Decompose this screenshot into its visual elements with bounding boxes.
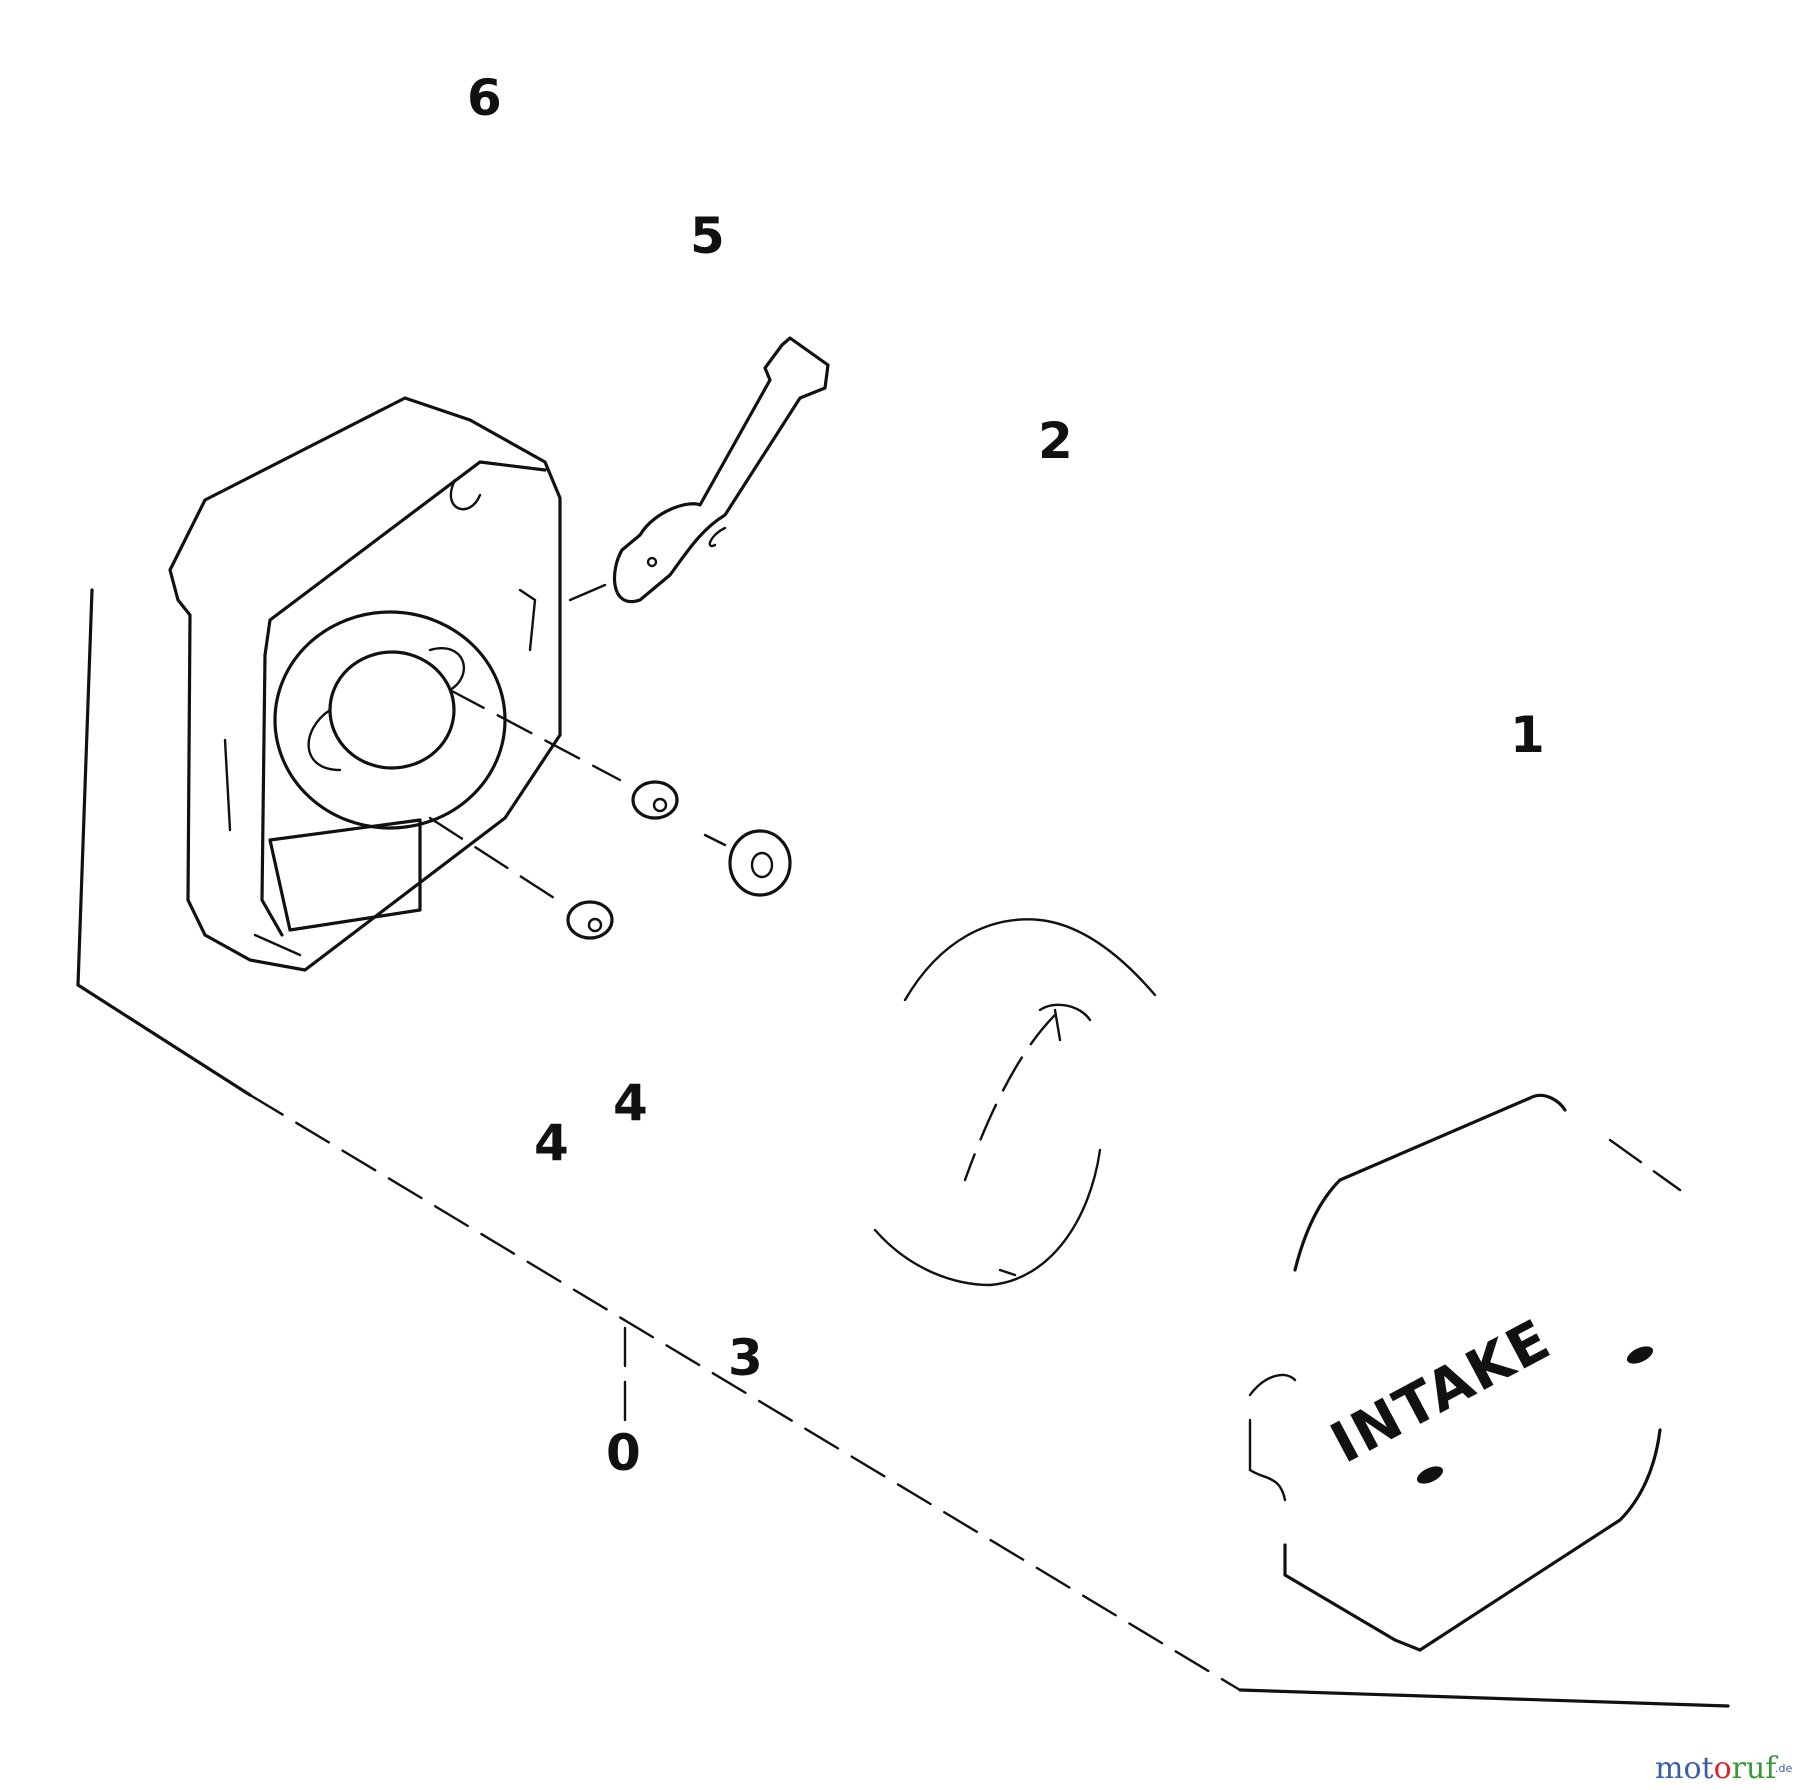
callout-6: 6 [467,69,502,127]
svg-text:motoruf: motoruf [1655,1751,1778,1786]
watermark-part2: o [1714,1751,1732,1786]
callout-5: 5 [690,207,725,265]
callout-4-upper: 4 [613,1074,648,1132]
intake-label: INTAKE [1321,1307,1562,1476]
intake-cover-part [1248,1093,1682,1652]
callout-4-lower: 4 [534,1114,569,1172]
bushing-part-lower [428,816,614,940]
callout-1: 1 [1510,706,1545,764]
watermark-tld: .de [1775,1762,1792,1775]
base-plate [76,588,1730,1708]
choke-lever-part [568,336,830,604]
watermark-logo: motoruf .de [1655,1751,1792,1786]
watermark-part3: ruf [1732,1751,1779,1786]
callout-3: 3 [728,1329,763,1387]
washer-part [703,829,792,897]
housing-part [168,396,562,972]
callout-2: 2 [1038,412,1073,470]
watermark-part1: mot [1655,1751,1714,1786]
bushing-part-upper [448,688,679,820]
filter-element-part [873,918,1157,1287]
callout-0: 0 [606,1424,641,1482]
